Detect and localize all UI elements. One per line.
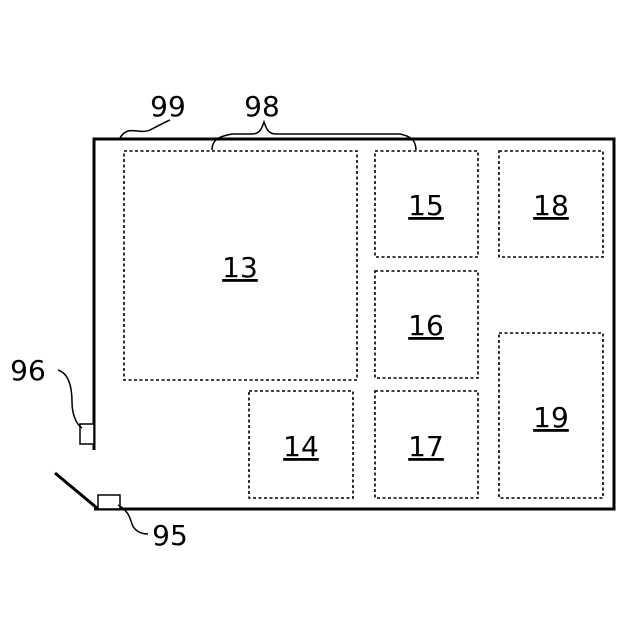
region-14-label: 14 [283,430,319,463]
ref-label-96: 96 [10,354,46,387]
sensor-96-box [80,424,94,444]
region-19-label: 19 [533,401,569,434]
region-16-label: 16 [408,309,444,342]
region-13-label: 13 [222,251,258,284]
ref-label-98: 98 [244,90,280,123]
ref-label-99: 99 [150,90,186,123]
region-17-label: 17 [408,430,444,463]
ref-label-95: 95 [152,519,188,552]
leader-96 [58,370,82,428]
sensor-95-box [98,495,120,509]
region-15-label: 15 [408,189,444,222]
region-18-label: 18 [533,189,569,222]
brace-98 [212,122,416,150]
door-leaf [55,473,97,508]
